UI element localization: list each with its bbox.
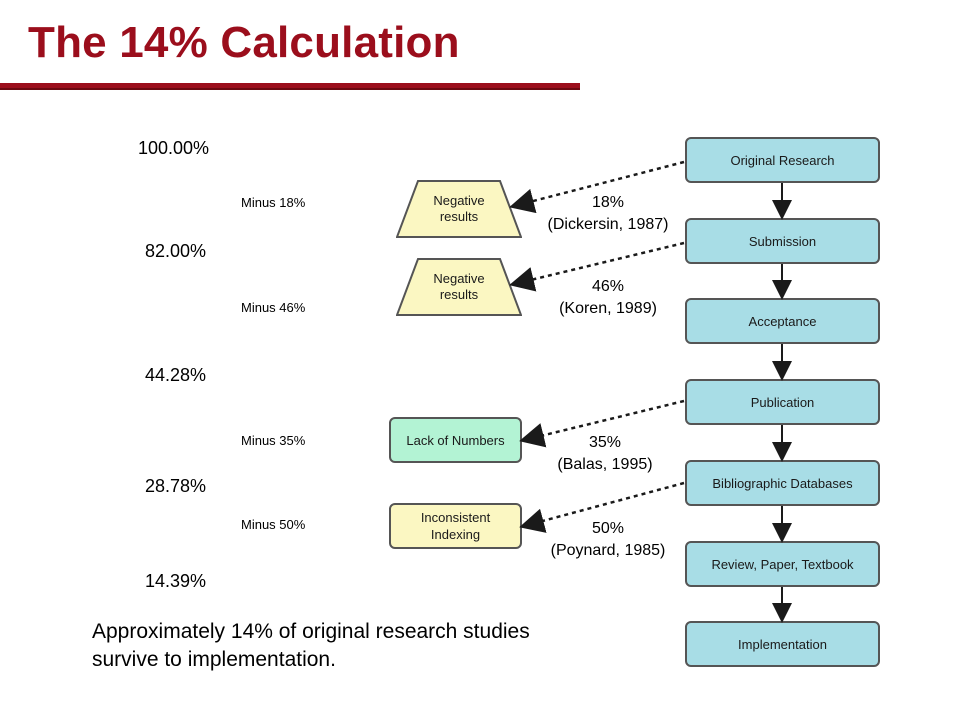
loss-citation: (Koren, 1989)	[559, 300, 657, 317]
trapezoid-shape	[396, 258, 522, 316]
loss-label: Negative results	[433, 193, 485, 224]
percentage-44: 44.28%	[145, 365, 207, 385]
title-underline	[0, 83, 580, 90]
loss-percent: 18%	[591, 194, 625, 211]
loss-citation: (Poynard, 1985)	[550, 542, 666, 559]
percentage-28: 28.78%	[145, 476, 207, 496]
loss-source-balas: 35% (Balas, 1995)	[525, 432, 685, 476]
percentage-82: 82.00%	[145, 241, 207, 261]
loss-inconsistent-indexing: Inconsistent Indexing	[389, 503, 522, 549]
loss-source-dickersin: 18% (Dickersin, 1987)	[528, 192, 688, 236]
pipeline-implementation: Implementation	[685, 621, 880, 667]
minus-label-35: Minus 35%	[241, 433, 306, 448]
loss-percent: 46%	[591, 278, 625, 295]
loss-citation: (Dickersin, 1987)	[547, 216, 669, 233]
trapezoid-shape	[396, 180, 522, 238]
pipeline-publication: Publication	[685, 379, 880, 425]
loss-lack-of-numbers: Lack of Numbers	[389, 417, 522, 463]
pipeline-acceptance: Acceptance	[685, 298, 880, 344]
loss-negative-results-1: Negative results	[396, 180, 522, 238]
percentage-14: 14.39%	[145, 571, 207, 591]
pipeline-submission: Submission	[685, 218, 880, 264]
pipeline-original-research: Original Research	[685, 137, 880, 183]
loss-source-koren: 46% (Koren, 1989)	[528, 276, 688, 320]
loss-percent: 50%	[591, 520, 625, 537]
pipeline-review-paper-textbook: Review, Paper, Textbook	[685, 541, 880, 587]
loss-label: Negative results	[433, 271, 485, 302]
percentage-100: 100.00%	[138, 138, 210, 158]
minus-label-18: Minus 18%	[241, 195, 306, 210]
loss-percent: 35%	[588, 434, 622, 451]
loss-source-poynard: 50% (Poynard, 1985)	[528, 518, 688, 562]
loss-negative-results-2: Negative results	[396, 258, 522, 316]
minus-label-46: Minus 46%	[241, 300, 306, 315]
loss-citation: (Balas, 1995)	[557, 456, 653, 473]
pipeline-bibliographic-databases: Bibliographic Databases	[685, 460, 880, 506]
summary-caption: Approximately 14% of original research s…	[92, 620, 530, 671]
minus-label-50: Minus 50%	[241, 517, 306, 532]
page-title: The 14% Calculation	[28, 18, 460, 67]
